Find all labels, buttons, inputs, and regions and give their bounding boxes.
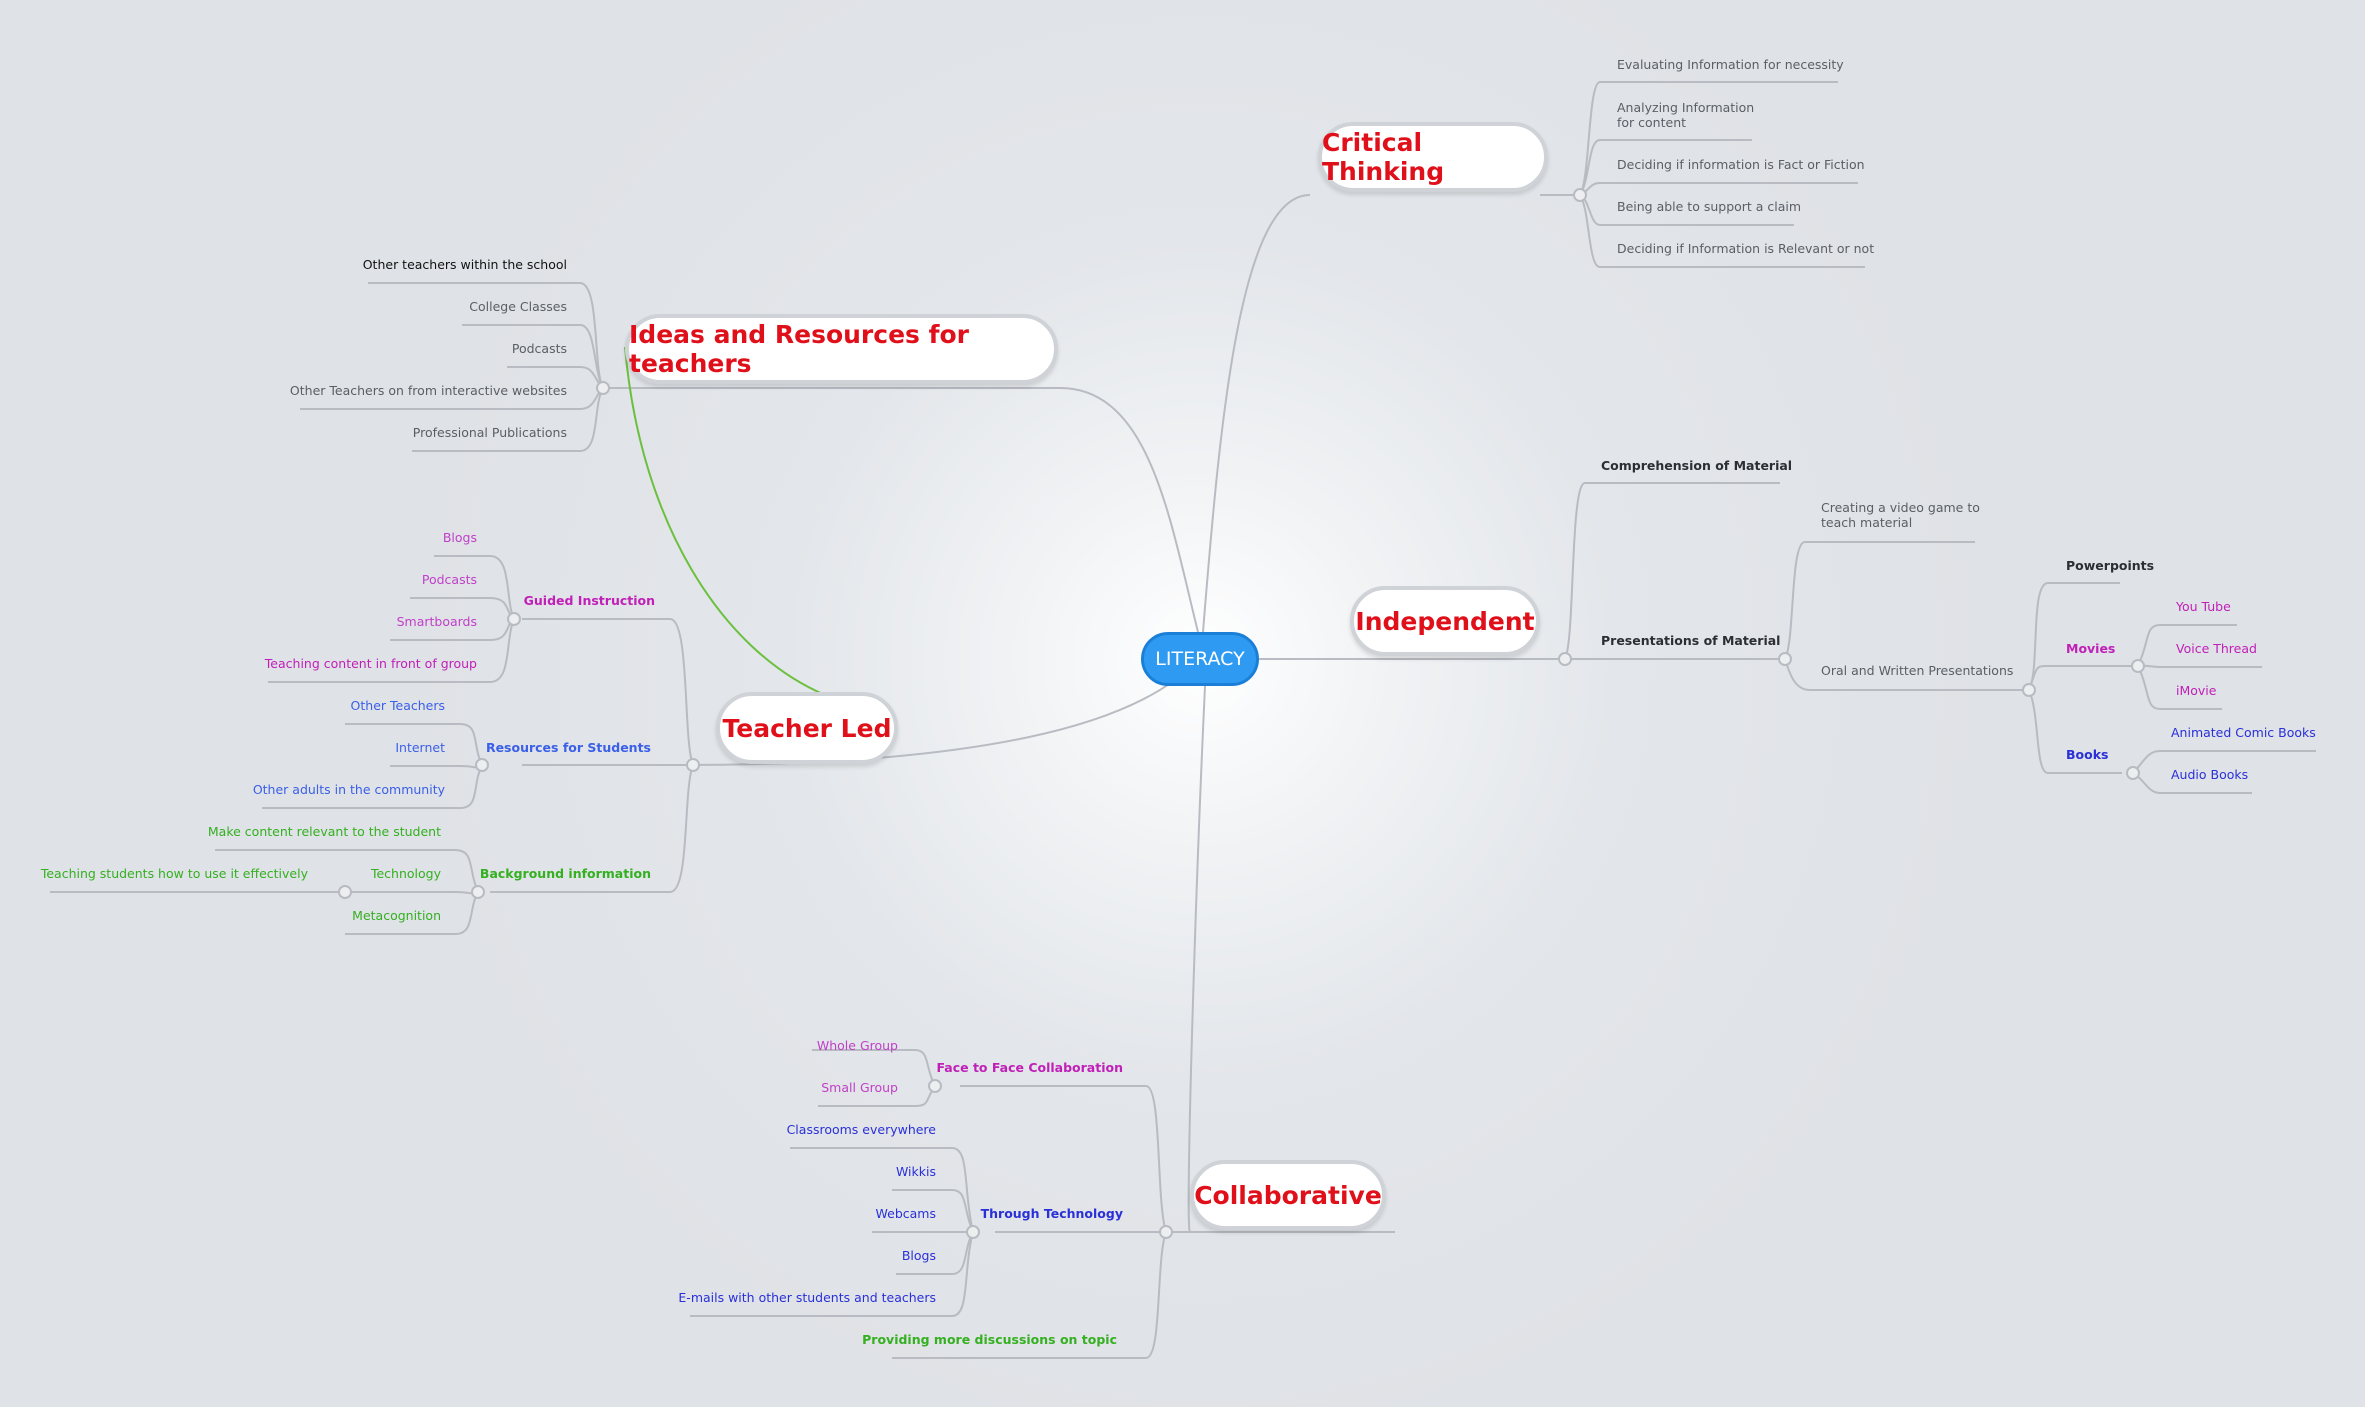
independent-movies[interactable]: Movies [2066,641,2116,656]
topic-independent[interactable]: Independent [1350,586,1540,656]
ideas-item-other-teachers[interactable]: Other teachers within the school [362,257,567,272]
independent-books[interactable]: Books [2066,747,2109,762]
teacher-resources-for-students[interactable]: Resources for Students [485,740,651,755]
movie-youtube[interactable]: You Tube [2176,599,2231,614]
tech-webcams[interactable]: Webcams [875,1206,936,1221]
critical-item-fact-fiction[interactable]: Deciding if information is Fact or Ficti… [1617,157,1865,172]
background-make-relevant[interactable]: Make content relevant to the student [207,824,441,839]
tech-classrooms-everywhere[interactable]: Classrooms everywhere [786,1122,936,1137]
tech-emails[interactable]: E-mails with other students and teachers [678,1290,936,1305]
book-animated-comic[interactable]: Animated Comic Books [2171,725,2316,740]
background-metacognition[interactable]: Metacognition [352,908,441,923]
ideas-item-podcasts[interactable]: Podcasts [511,341,567,356]
independent-presentations[interactable]: Presentations of Material [1601,633,1781,648]
collab-face-to-face[interactable]: Face to Face Collaboration [936,1060,1123,1075]
background-technology[interactable]: Technology [370,866,441,881]
independent-video-game-2: teach material [1821,515,1913,530]
critical-item-evaluating[interactable]: Evaluating Information for necessity [1617,57,1844,72]
resources-other-adults[interactable]: Other adults in the community [252,782,445,797]
guided-blogs[interactable]: Blogs [442,530,477,545]
independent-video-game-1[interactable]: Creating a video game to [1821,500,1980,515]
tech-wikkis[interactable]: Wikkis [895,1164,936,1179]
ideas-item-publications[interactable]: Professional Publications [412,425,567,440]
root-node[interactable]: LITERACY [1141,632,1259,686]
independent-comprehension[interactable]: Comprehension of Material [1601,458,1793,473]
collab-more-discussions[interactable]: Providing more discussions on topic [862,1332,1117,1347]
movie-voice-thread[interactable]: Voice Thread [2176,641,2257,656]
resources-internet[interactable]: Internet [395,740,445,755]
book-audio[interactable]: Audio Books [2171,767,2249,782]
movie-imovie[interactable]: iMovie [2176,683,2217,698]
ideas-item-college-classes[interactable]: College Classes [469,299,567,314]
technology-teaching-students[interactable]: Teaching students how to use it effectiv… [40,866,308,881]
topic-critical-thinking[interactable]: Critical Thinking [1318,122,1548,192]
teacher-background-information[interactable]: Background information [479,866,651,881]
face-whole-group[interactable]: Whole Group [816,1038,898,1053]
ideas-item-interactive-websites[interactable]: Other Teachers on from interactive websi… [289,383,567,398]
guided-smartboards[interactable]: Smartboards [396,614,477,629]
face-small-group[interactable]: Small Group [821,1080,898,1095]
critical-item-support-claim[interactable]: Being able to support a claim [1617,199,1802,214]
teacher-guided-instruction[interactable]: Guided Instruction [523,593,655,608]
critical-item-analyzing-2: for content [1617,115,1687,130]
independent-oral-written[interactable]: Oral and Written Presentations [1821,663,2014,678]
topic-teacher-led[interactable]: Teacher Led [716,692,898,764]
critical-item-analyzing-1[interactable]: Analyzing Information [1617,100,1755,115]
independent-powerpoints[interactable]: Powerpoints [2066,558,2155,573]
guided-teaching-content[interactable]: Teaching content in front of group [264,656,477,671]
critical-item-relevant[interactable]: Deciding if Information is Relevant or n… [1617,241,1875,256]
collab-through-technology[interactable]: Through Technology [980,1206,1123,1221]
guided-podcasts[interactable]: Podcasts [421,572,477,587]
tech-blogs[interactable]: Blogs [901,1248,936,1263]
topic-collaborative[interactable]: Collaborative [1190,1160,1386,1230]
resources-other-teachers[interactable]: Other Teachers [350,698,445,713]
topic-ideas-and-resources[interactable]: Ideas and Resources for teachers [625,314,1058,384]
